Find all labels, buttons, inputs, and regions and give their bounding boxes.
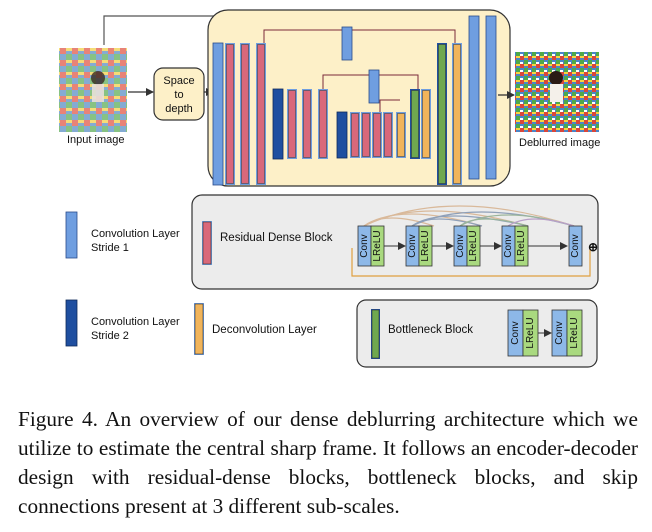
lrelu-block-label: LReLU (569, 317, 580, 348)
skip-connection-scale1 (263, 29, 456, 43)
legend-residual-dense-label: Residual Dense Block (220, 232, 333, 244)
residual-dense-layer (302, 89, 312, 159)
legend-deconvolution-swatch (194, 303, 204, 355)
residual-dense-layer (372, 112, 382, 158)
deconvolution-layer (421, 89, 431, 159)
residual-add-symbol: ⊕ (588, 240, 598, 254)
legend-conv-stride2-swatch (65, 299, 78, 347)
legend-bottleneck-swatch (371, 309, 380, 359)
conv-stride2-layer (336, 111, 348, 159)
conv-block-label: Conv (570, 234, 581, 257)
residual-dense-layer (383, 112, 393, 158)
space-to-depth-label-line1: Space (163, 75, 194, 87)
lrelu-block-label: LReLU (372, 230, 383, 261)
figure-caption: Figure 4. An overview of our dense deblu… (18, 407, 638, 518)
bottleneck-conv-lrelu-blocks: Conv LReLU Conv LReLU (507, 309, 583, 357)
residual-dense-layer (350, 112, 360, 158)
residual-dense-layer (361, 112, 371, 158)
conv-block-label: Conv (503, 234, 514, 257)
bottleneck-layer (437, 43, 447, 185)
residual-dense-layer (256, 43, 266, 185)
conv-stride1-layer (212, 42, 224, 186)
conv-stride1-layer (485, 15, 497, 180)
legend-deconvolution-label: Deconvolution Layer (212, 324, 317, 336)
architecture-diagram: Input image Space to depth Deblurred ima… (59, 9, 600, 368)
input-image-label: Input image (67, 134, 124, 146)
conv-block-label: Conv (407, 234, 418, 257)
legend-conv-stride2-label-line1: Convolution Layer (91, 316, 180, 328)
space-to-depth-box (153, 67, 205, 121)
lrelu-block-label: LReLU (525, 317, 536, 348)
input-image (59, 48, 127, 132)
residual-path (351, 248, 591, 277)
residual-dense-layer (240, 43, 250, 185)
conv-stride1-layer (341, 26, 353, 61)
conv-block-label: Conv (554, 321, 565, 344)
conv-stride1-layer (368, 69, 380, 104)
conv-block-label: Conv (510, 321, 521, 344)
bottleneck-conv-lrelu-pair: Conv LReLU (551, 309, 583, 357)
dense-connection-arcs (363, 205, 575, 227)
lrelu-block-label: LReLU (420, 230, 431, 261)
output-image-label: Deblurred image (519, 137, 600, 149)
bottleneck-conv-lrelu-pair: Conv LReLU (507, 309, 552, 357)
residual-dense-layer (225, 43, 235, 185)
output-image (515, 52, 599, 132)
lrelu-block-label: LReLU (516, 230, 527, 261)
deconvolution-layer (452, 43, 462, 185)
conv-stride2-layer (272, 88, 284, 160)
legend-conv-stride1-swatch (65, 211, 78, 259)
space-to-depth-label-line3: depth (165, 103, 193, 115)
conv-stride1-layer (468, 15, 480, 180)
network-layers (212, 15, 497, 186)
conv-block-label: Conv (455, 234, 466, 257)
residual-dense-layer (287, 89, 297, 159)
deconvolution-layer (396, 112, 406, 158)
legend-bottleneck-label: Bottleneck Block (388, 324, 473, 336)
legend-conv-stride2-label-line2: Stride 2 (91, 330, 129, 342)
lrelu-block-label: LReLU (468, 230, 479, 261)
conv-block (568, 225, 583, 267)
legend-conv-stride1-label-line1: Convolution Layer (91, 228, 180, 240)
legend-residual-dense-swatch (202, 221, 212, 265)
rdb-final-conv: Conv (568, 225, 583, 267)
bottleneck-layer (410, 89, 420, 159)
encoder-decoder-panel (207, 9, 511, 187)
skip-connection-scale3 (379, 99, 400, 112)
lrelu-block (566, 309, 583, 357)
residual-dense-layer (318, 89, 328, 159)
conv-block-label: Conv (359, 234, 370, 257)
space-to-depth-label-line2: to (174, 89, 183, 101)
legend-conv-stride1-label-line2: Stride 1 (91, 242, 129, 254)
